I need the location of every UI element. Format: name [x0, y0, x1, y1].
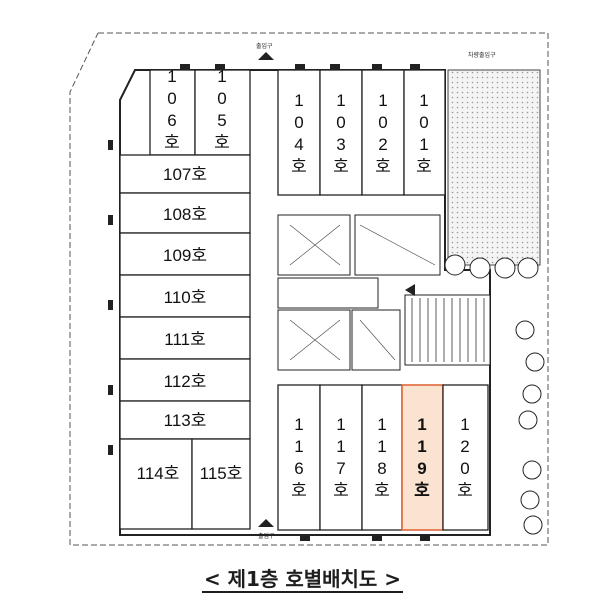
caption-text: < 제1층 호별배치도 >: [201, 567, 404, 593]
bottom-units: [277, 384, 489, 531]
unit-label-107: 107호: [163, 165, 207, 184]
landscape-area: [447, 69, 541, 266]
entrance-top-label: 출입구: [256, 42, 273, 50]
parking-entrance-label: 차량출입구: [468, 51, 496, 59]
plan-caption: < 제1층 호별배치도 >: [0, 563, 605, 593]
unit-label-114: 114호: [137, 464, 180, 483]
unit-label-109: 109호: [163, 246, 207, 265]
parking-stripes: [411, 298, 485, 362]
entrance-marks: [258, 52, 274, 527]
unit-label-108: 108호: [163, 205, 207, 224]
unit-label-110: 110호: [164, 288, 207, 307]
trees: [444, 254, 545, 535]
top-units: [149, 69, 446, 196]
site-boundary: [69, 32, 549, 546]
unit-label-113: 113호: [164, 411, 207, 430]
unit-label-115: 115호: [200, 464, 243, 483]
unit-label-112: 112호: [164, 372, 207, 391]
arrow-icon: [405, 284, 415, 296]
entrance-bottom-label: 출입구: [258, 532, 275, 540]
left-units: [119, 154, 251, 530]
unit-label-111: 111호: [164, 330, 205, 349]
